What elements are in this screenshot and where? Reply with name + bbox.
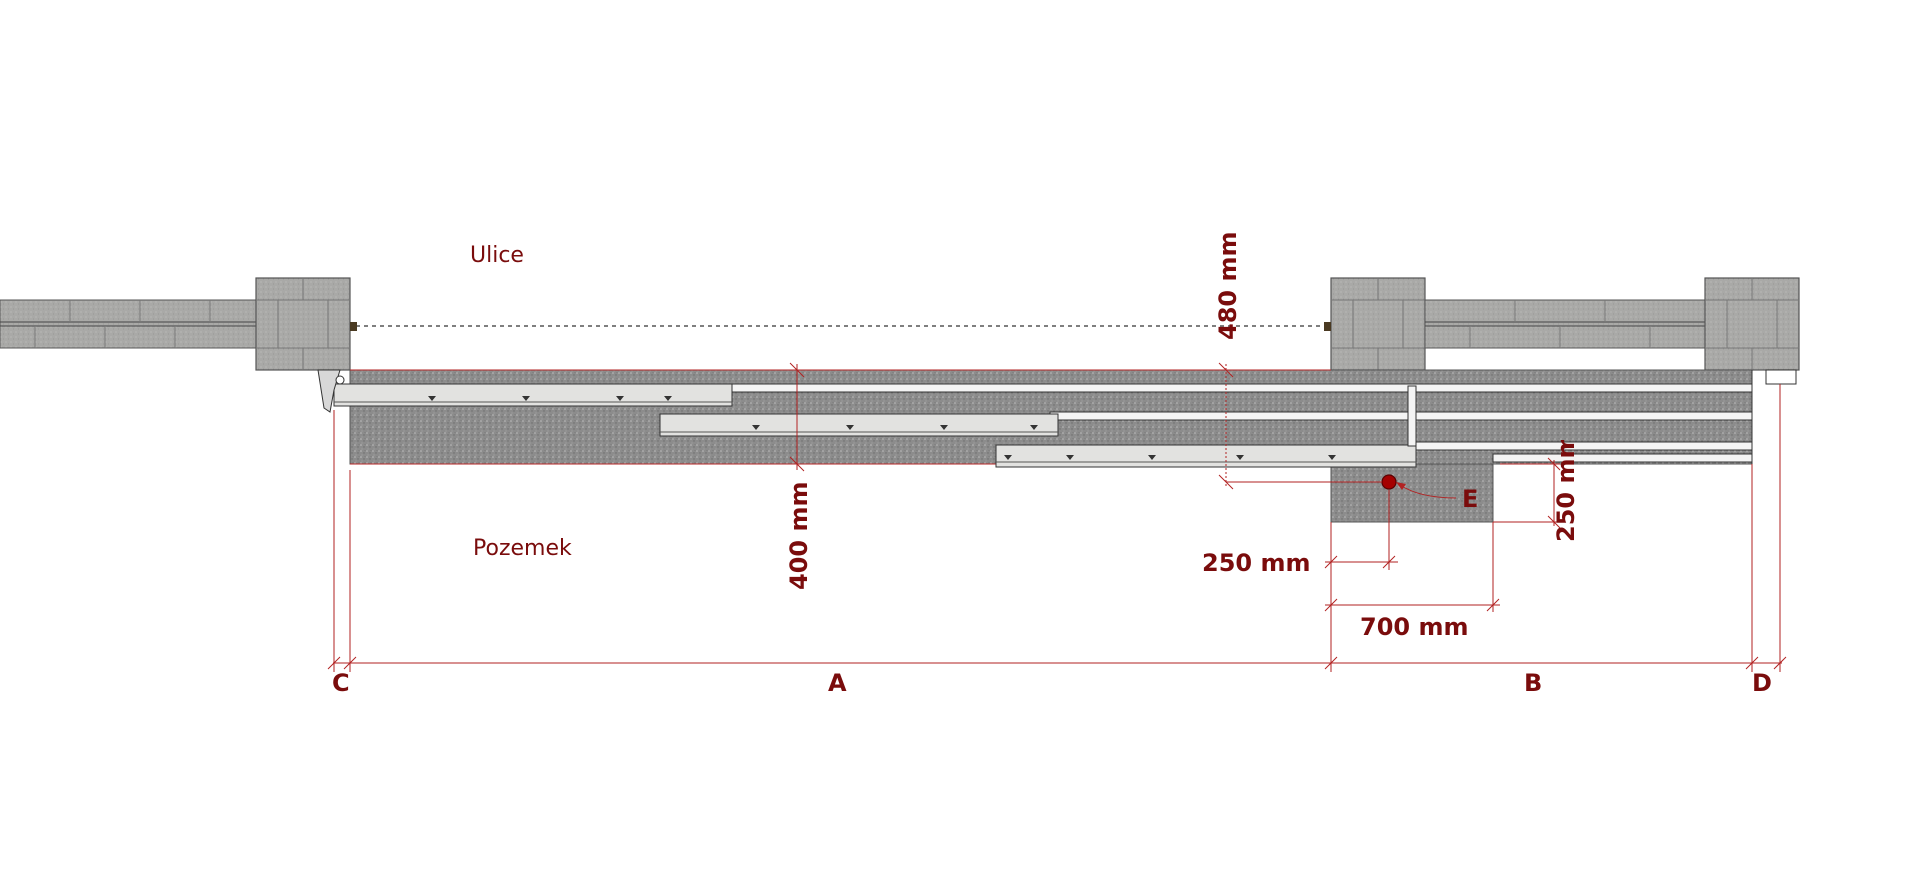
dimension-d-label: D (1752, 669, 1772, 697)
dimension-c-label: C (332, 669, 350, 697)
dimension-b-label: B (1524, 669, 1542, 697)
gate-panel-3 (995, 444, 1417, 468)
right-pillar (1704, 277, 1800, 371)
dimension-400-label: 400 mm (785, 482, 813, 590)
middle-pillar (1330, 277, 1426, 371)
gate-panel-2 (659, 413, 1059, 437)
dimension-lines (327, 362, 1787, 672)
property-label: Pozemek (473, 536, 572, 561)
dimension-a-label: A (828, 669, 847, 697)
panel-post (1407, 385, 1417, 447)
dimension-480-label: 480 mm (1214, 232, 1242, 340)
dimension-250-vertical-label: 250 mm (1552, 434, 1580, 542)
end-stop (1765, 369, 1797, 385)
dimension-250-vertical-clip: 250 mm (1552, 434, 1580, 542)
gate-catcher (317, 369, 345, 413)
opening-line (350, 322, 1331, 331)
dimension-250-horizontal-label: 250 mm (1202, 549, 1310, 577)
street-label: Ulice (470, 243, 524, 268)
motor-point-e (1381, 474, 1397, 490)
left-pillar (255, 277, 351, 371)
gate-panel-1 (333, 383, 733, 407)
leader-arrow (1396, 482, 1406, 490)
right-fence (1424, 299, 1706, 349)
motor-e-label: E (1462, 485, 1478, 513)
left-fence (0, 299, 257, 349)
dimension-700-label: 700 mm (1360, 613, 1468, 641)
